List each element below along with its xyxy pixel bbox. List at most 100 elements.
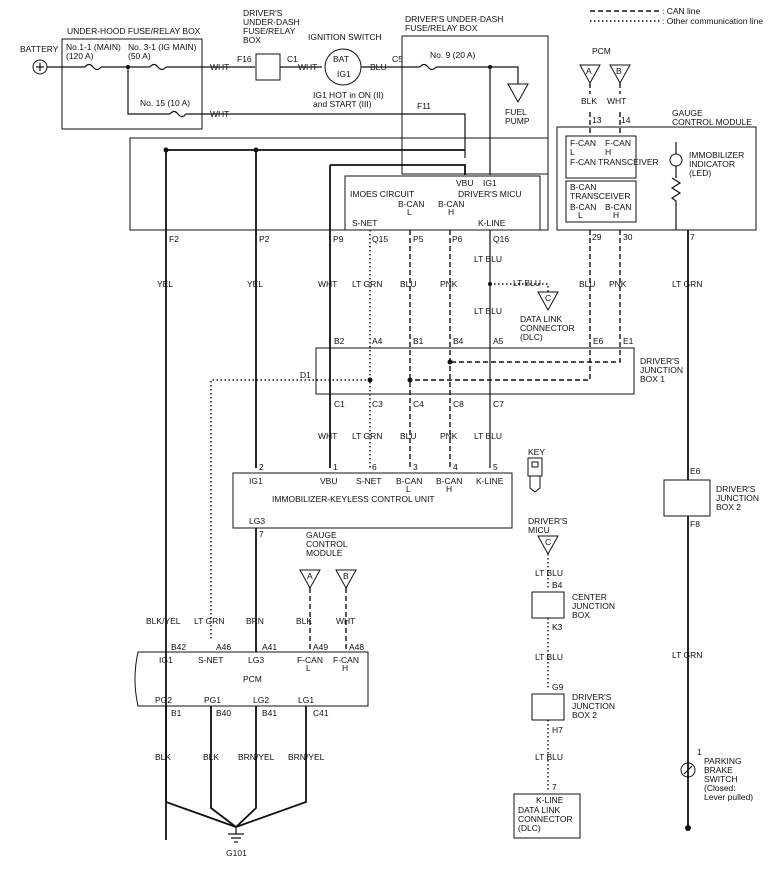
legend-can-text: : CAN line xyxy=(662,6,701,16)
svg-text:C1: C1 xyxy=(287,54,298,64)
svg-text:WHT: WHT xyxy=(607,96,626,106)
connector-b-bottom xyxy=(335,569,357,590)
svg-text:GAUGE: GAUGE xyxy=(306,530,337,540)
svg-text:UNDER-DASH: UNDER-DASH xyxy=(243,17,300,27)
ground-label: G101 xyxy=(226,848,247,858)
svg-text:BLK: BLK xyxy=(203,752,219,762)
svg-text:B-CAN: B-CAN xyxy=(436,476,462,486)
dash-fuse-box-large: DRIVER'S UNDER-DASH FUSE/RELAY BOX No. 9… xyxy=(401,14,549,175)
svg-text:IG1: IG1 xyxy=(483,178,497,188)
svg-text:H: H xyxy=(605,147,611,157)
svg-text:S-NET: S-NET xyxy=(356,476,382,486)
svg-text:CONTROL MODULE: CONTROL MODULE xyxy=(672,117,752,127)
svg-text:IG1 HOT in ON (II): IG1 HOT in ON (II) xyxy=(313,90,384,100)
svg-text:A5: A5 xyxy=(493,336,504,346)
underhood-box-title: UNDER-HOOD FUSE/RELAY BOX xyxy=(67,26,201,36)
svg-text:BLK: BLK xyxy=(581,96,597,106)
svg-text:E6: E6 xyxy=(690,466,701,476)
svg-text:C8: C8 xyxy=(453,399,464,409)
svg-text:(120 A): (120 A) xyxy=(66,51,94,61)
svg-text:(50 A): (50 A) xyxy=(128,51,151,61)
svg-text:JUNCTION: JUNCTION xyxy=(572,701,615,711)
imoes-label: IMOES CIRCUIT xyxy=(350,189,414,199)
svg-text:LG3: LG3 xyxy=(248,655,264,665)
svg-text:2: 2 xyxy=(259,462,264,472)
svg-text:MODULE: MODULE xyxy=(306,548,343,558)
svg-text:LT GRN: LT GRN xyxy=(352,279,382,289)
svg-text:DRIVER'S: DRIVER'S xyxy=(528,516,568,526)
svg-text:7: 7 xyxy=(259,529,264,539)
svg-text:4: 4 xyxy=(453,462,458,472)
svg-text:JUNCTION: JUNCTION xyxy=(640,365,683,375)
svg-text:FUSE/RELAY BOX: FUSE/RELAY BOX xyxy=(405,23,478,33)
svg-text:B2: B2 xyxy=(334,336,345,346)
svg-text:B42: B42 xyxy=(171,642,186,652)
svg-text:K3: K3 xyxy=(552,622,563,632)
svg-text:L: L xyxy=(407,207,412,217)
svg-text:A48: A48 xyxy=(349,642,364,652)
svg-text:WHT: WHT xyxy=(336,616,355,626)
immobilizer-unit-label: IMMOBILIZER-KEYLESS CONTROL UNIT xyxy=(272,494,435,504)
svg-text:P6: P6 xyxy=(452,234,463,244)
svg-text:IG1: IG1 xyxy=(249,476,263,486)
svg-text:PG1: PG1 xyxy=(204,695,221,705)
svg-text:A49: A49 xyxy=(313,642,328,652)
svg-text:7: 7 xyxy=(690,232,695,242)
svg-text:BOX 2: BOX 2 xyxy=(572,710,597,720)
svg-text:PG2: PG2 xyxy=(155,695,172,705)
svg-text:LT BLU: LT BLU xyxy=(535,752,563,762)
svg-text:B4: B4 xyxy=(552,580,563,590)
svg-text:DATA LINK: DATA LINK xyxy=(518,805,561,815)
svg-text:B4: B4 xyxy=(453,336,464,346)
svg-text:B-CAN: B-CAN xyxy=(396,476,422,486)
fcan-transceiver xyxy=(565,135,637,179)
svg-text:IG1: IG1 xyxy=(159,655,173,665)
svg-text:BRN: BRN xyxy=(246,616,264,626)
svg-text:and START (III): and START (III) xyxy=(313,99,372,109)
svg-text:B-CAN: B-CAN xyxy=(438,199,464,209)
svg-text:BLU: BLU xyxy=(400,279,417,289)
svg-text:B1: B1 xyxy=(413,336,424,346)
svg-text:A4: A4 xyxy=(372,336,383,346)
svg-text:F16: F16 xyxy=(237,54,252,64)
svg-text:LT GRN: LT GRN xyxy=(672,279,702,289)
center-junction-box xyxy=(531,591,565,619)
svg-text:E1: E1 xyxy=(623,336,634,346)
svg-text:C7: C7 xyxy=(493,399,504,409)
svg-text:DRIVER'S: DRIVER'S xyxy=(640,356,680,366)
legend-other-text: : Other communication line xyxy=(662,16,763,26)
svg-text:BLK: BLK xyxy=(296,616,312,626)
data-link-connector-bottom xyxy=(513,793,581,839)
svg-text:L: L xyxy=(578,210,583,220)
svg-text:1: 1 xyxy=(697,747,702,757)
svg-text:6: 6 xyxy=(372,462,377,472)
svg-text:INDICATOR: INDICATOR xyxy=(689,159,735,169)
svg-text:B-CAN: B-CAN xyxy=(570,202,596,212)
svg-text:DRIVER'S: DRIVER'S xyxy=(572,692,612,702)
svg-text:BLU: BLU xyxy=(400,431,417,441)
svg-text:C4: C4 xyxy=(413,399,424,409)
svg-text:S-NET: S-NET xyxy=(352,218,378,228)
svg-text:LG1: LG1 xyxy=(298,695,314,705)
fuse-main-symbol xyxy=(84,63,102,71)
svg-text:JUNCTION: JUNCTION xyxy=(572,601,615,611)
svg-text:B-CAN: B-CAN xyxy=(398,199,424,209)
connector-c-micu xyxy=(537,535,559,556)
svg-text:H: H xyxy=(448,207,454,217)
svg-text:LT GRN: LT GRN xyxy=(194,616,224,626)
svg-text:LT BLU: LT BLU xyxy=(474,431,502,441)
svg-text:WHT: WHT xyxy=(210,62,229,72)
battery: BATTERY xyxy=(20,44,59,75)
svg-text:F11: F11 xyxy=(417,101,431,111)
svg-text:Q15: Q15 xyxy=(372,234,388,244)
svg-text:P9: P9 xyxy=(333,234,344,244)
svg-text:BRAKE: BRAKE xyxy=(704,765,733,775)
svg-text:B41: B41 xyxy=(262,708,277,718)
svg-text:G9: G9 xyxy=(552,682,564,692)
svg-text:A: A xyxy=(586,66,592,76)
svg-text:H7: H7 xyxy=(552,725,563,735)
svg-text:BAT: BAT xyxy=(333,54,349,64)
svg-text:B-CAN: B-CAN xyxy=(570,182,596,192)
svg-text:BLK: BLK xyxy=(155,752,171,762)
